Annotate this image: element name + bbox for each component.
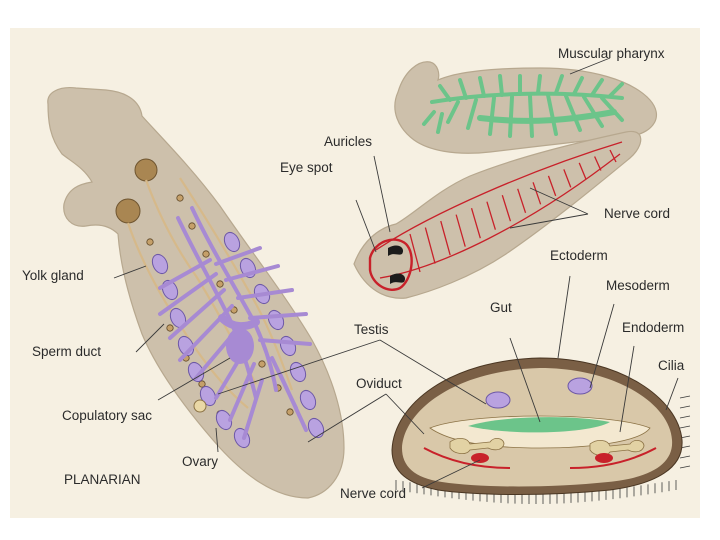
label-endoderm: Endoderm xyxy=(622,320,684,335)
testis-oval xyxy=(223,231,241,253)
nerve-rung xyxy=(424,227,436,264)
label-oviduct: Oviduct xyxy=(356,376,402,391)
testis-oval xyxy=(151,253,169,275)
planarian-figure: Muscular pharynx Auricles Eye spot Nerve… xyxy=(10,28,700,518)
reproductive-planarian xyxy=(47,87,345,499)
label-mesoderm: Mesoderm xyxy=(606,278,670,293)
labels: Muscular pharynx Auricles Eye spot Nerve… xyxy=(22,46,685,501)
digestive-planarian xyxy=(394,61,657,154)
label-copulatory-sac: Copulatory sac xyxy=(62,408,152,423)
label-eye-spot: Eye spot xyxy=(280,160,333,175)
testis-cross-right xyxy=(567,377,593,395)
nerve-rung xyxy=(486,201,497,230)
nerve-rung xyxy=(563,169,572,188)
oviduct-cross-left xyxy=(449,438,505,454)
label-muscular-pharynx: Muscular pharynx xyxy=(558,46,665,61)
planarian-body-nervous xyxy=(353,130,642,299)
label-gut: Gut xyxy=(490,300,512,315)
testis-oval xyxy=(289,361,307,383)
cilium xyxy=(679,425,691,429)
yolk-dot xyxy=(176,194,184,202)
nerve-rung xyxy=(409,233,421,273)
yolk-dot xyxy=(166,324,174,332)
leader-lines xyxy=(113,57,679,489)
label-nerve-cord-bottom: Nerve cord xyxy=(340,486,406,501)
label-nerve-cord-top: Nerve cord xyxy=(604,206,670,221)
cilium xyxy=(679,465,691,469)
yolk-dot xyxy=(146,238,154,246)
planarian-body-left xyxy=(47,87,345,499)
label-ectoderm: Ectoderm xyxy=(550,248,608,263)
yolk-dot xyxy=(258,360,266,368)
diagram-canvas: Muscular pharynx Auricles Eye spot Nerve… xyxy=(22,46,691,504)
nerve-rung xyxy=(440,220,451,256)
label-sperm-duct: Sperm duct xyxy=(32,344,101,359)
cilium xyxy=(679,405,691,409)
cilium xyxy=(679,455,691,459)
label-auricles: Auricles xyxy=(324,134,372,149)
nerve-cords-network xyxy=(368,141,623,291)
nerve-rung xyxy=(517,188,527,213)
nerve-rung xyxy=(609,149,617,163)
nerve-rung xyxy=(532,182,542,205)
nerve-cord-cross-left xyxy=(471,453,489,463)
gut-green xyxy=(468,417,610,433)
nerve-rung xyxy=(470,207,481,239)
label-yolk-gland: Yolk gland xyxy=(22,268,84,283)
label-ovary: Ovary xyxy=(182,454,218,469)
yolk-dot xyxy=(216,280,224,288)
nervous-planarian xyxy=(353,130,642,299)
cilium xyxy=(679,395,691,399)
nerve-rung xyxy=(547,175,557,197)
yolk-dot xyxy=(188,222,196,230)
nerve-rung xyxy=(578,162,587,180)
nerve-rung xyxy=(594,156,602,171)
testis-oval xyxy=(199,385,217,407)
cilium xyxy=(679,415,691,419)
eye-spots xyxy=(388,245,406,284)
nerve-rung xyxy=(455,214,466,247)
yolk-gland-clusters xyxy=(115,158,294,418)
testis-oval xyxy=(299,389,317,411)
label-cilia: Cilia xyxy=(658,358,685,373)
yolk-dot xyxy=(286,408,294,416)
nerve-rung xyxy=(501,195,512,222)
testis-oval xyxy=(307,417,325,439)
gut-branches-top xyxy=(422,74,624,138)
yolk-dot xyxy=(202,250,210,258)
nerve-strands-cross xyxy=(423,447,657,469)
figure-title: PLANARIAN xyxy=(64,472,141,487)
nerve-cord-cross-right xyxy=(595,453,613,463)
cross-section xyxy=(391,357,691,504)
yolk-dot xyxy=(198,380,206,388)
testis-cross-left xyxy=(485,391,511,409)
ovary-mark xyxy=(193,399,207,413)
copulatory-system xyxy=(158,206,312,440)
label-testis: Testis xyxy=(354,322,389,337)
